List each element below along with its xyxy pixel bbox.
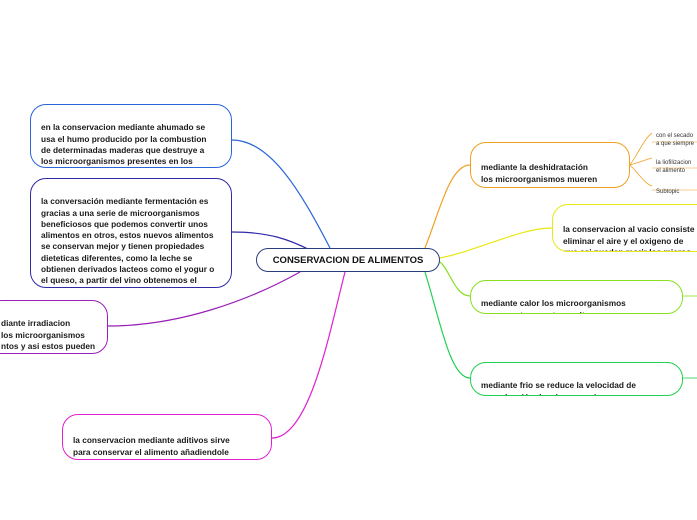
node-vacio-text: la conservacion al vacio consiste elimin… — [563, 224, 695, 252]
node-vacio[interactable]: la conservacion al vacio consiste elimin… — [552, 204, 697, 252]
central-topic[interactable]: CONSERVACION DE ALIMENTOS — [256, 248, 440, 272]
subtopic-secado[interactable]: con el secado a que siempre — [656, 124, 694, 148]
node-ahumado[interactable]: en la conservacion mediante ahumado se u… — [30, 104, 232, 168]
node-aditivos[interactable]: la conservacion mediante aditivos sirve … — [62, 414, 272, 460]
subtopic-generic[interactable]: Subtopic — [656, 180, 679, 196]
node-calor-text: mediante calor los microorganismos muere… — [481, 298, 626, 313]
node-deshidratacion-text: mediante la deshidratación los microorga… — [481, 162, 598, 187]
central-topic-label: CONSERVACION DE ALIMENTOS — [272, 254, 424, 266]
node-calor[interactable]: mediante calor los microorganismos muere… — [470, 280, 683, 314]
link-deshidratacion — [424, 164, 471, 249]
node-aditivos-text: la conservacion mediante aditivos sirve … — [73, 435, 230, 459]
link-calor — [439, 261, 471, 297]
link-deshidratacion-sub3 — [629, 164, 653, 187]
link-deshidratacion-sub2 — [629, 157, 653, 166]
link-irradiacion — [107, 271, 301, 327]
node-frio[interactable]: mediante frio se reduce la velocidad de … — [470, 362, 683, 396]
node-irradiacion[interactable]: diante irradiacion los microorganismos n… — [0, 300, 108, 354]
link-frio — [424, 271, 471, 379]
subtopic-liofilizacion[interactable]: la liofilizacion el alimento — [656, 151, 691, 175]
subtopic-generic-text: Subtopic — [656, 189, 680, 195]
link-aditivos — [271, 271, 346, 439]
link-vacio — [439, 227, 553, 259]
link-fermentacion — [231, 231, 311, 251]
node-ahumado-text: en la conservacion mediante ahumado se u… — [41, 122, 207, 167]
node-irradiacion-text: diante irradiacion los microorganismos n… — [1, 318, 96, 353]
subtopic-liofilizacion-text: la liofilizacion el alimento — [656, 160, 692, 174]
link-ahumado — [231, 139, 331, 249]
node-deshidratacion[interactable]: mediante la deshidratación los microorga… — [470, 142, 630, 188]
link-deshidratacion-sub1 — [629, 132, 653, 166]
subtopic-secado-text: con el secado a que siempre — [656, 133, 695, 147]
node-fermentacion[interactable]: la conversación mediante fermentación es… — [30, 178, 232, 288]
node-frio-text: mediante frio se reduce la velocidad de … — [481, 380, 636, 395]
node-fermentacion-text: la conversación mediante fermentación es… — [41, 196, 215, 287]
